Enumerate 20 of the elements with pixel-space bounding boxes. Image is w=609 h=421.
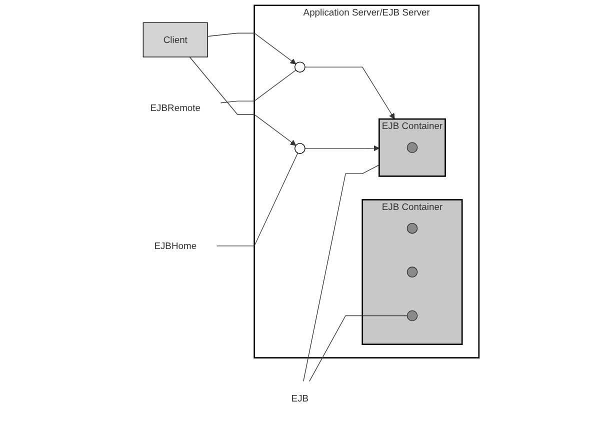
connector bbox=[220, 70, 296, 104]
node-ellipse bbox=[406, 222, 418, 234]
connector bbox=[216, 152, 298, 246]
node-ellipse bbox=[406, 310, 418, 322]
arrow bbox=[304, 145, 380, 152]
node-ellipse bbox=[294, 143, 306, 154]
cluster: EJB Container bbox=[378, 118, 446, 177]
node-box: Client bbox=[142, 22, 208, 58]
node-text: EJBHome bbox=[154, 240, 197, 252]
node-ellipse bbox=[294, 62, 306, 72]
connector bbox=[303, 164, 380, 382]
cluster: EJB Container bbox=[362, 199, 463, 345]
node-text: EJBRemote bbox=[150, 102, 201, 113]
arrow bbox=[207, 32, 296, 64]
arrow bbox=[189, 56, 296, 146]
arrow bbox=[304, 66, 395, 120]
node-ellipse bbox=[406, 266, 418, 278]
connector bbox=[309, 315, 408, 382]
node-text: EJB bbox=[291, 392, 309, 404]
node-ellipse bbox=[406, 142, 418, 153]
